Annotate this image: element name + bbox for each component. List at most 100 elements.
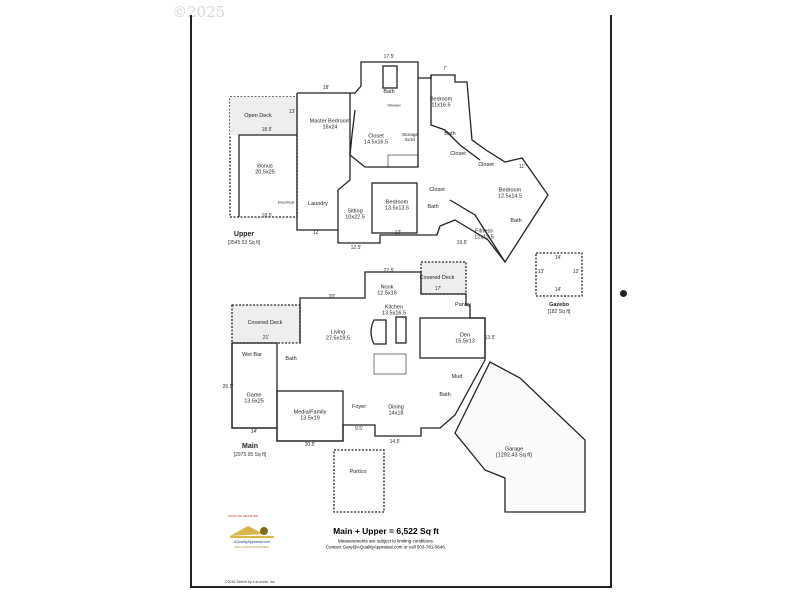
copyright-watermark: ©2025 [172, 3, 226, 21]
dimension: 27.5' [383, 268, 395, 274]
room-bath-2: Bath [444, 130, 456, 137]
dimension: 19.5' [456, 240, 468, 246]
room-master-bath: Bath [383, 88, 395, 95]
main-floor-area: [2975.95 Sq ft] [233, 452, 267, 458]
dimension: 13' [394, 230, 402, 236]
room-closet-4: Closet [429, 186, 445, 193]
contact-info: Contact Gary@AQualityAppraisal.com or ca… [325, 544, 447, 550]
master-closet-wall [337, 93, 351, 230]
dimension: 9.5' [355, 426, 363, 432]
dimension: 20' [328, 294, 336, 300]
floor-plan-sheet [190, 15, 612, 588]
dimension: 14' [554, 255, 562, 261]
sketch-credit: ©2016 Sketch by a la mode, inc. [225, 580, 276, 584]
svg-text:REAL ESTATE APPRAISERS: REAL ESTATE APPRAISERS [235, 545, 270, 549]
dimension: 12' [312, 230, 320, 236]
room-covered-deck-rear: Covered Deck [419, 274, 455, 281]
game-room-wall [231, 342, 278, 429]
covered-deck-left [231, 304, 301, 344]
room-open-deck: Open Deck [244, 112, 272, 119]
dimension: 13.5' [484, 335, 496, 341]
dimension: 18.5' [261, 213, 273, 219]
dimension: 17' [434, 286, 442, 292]
room-foyer: Foyer [351, 403, 367, 410]
room-bath-5: Bath [510, 217, 522, 224]
room-pantry: Pantry [455, 301, 471, 308]
dimension: 14' [250, 429, 258, 435]
dimension: 13' [537, 269, 545, 275]
room-garage: Garage[1292.43 Sq ft] [496, 446, 532, 459]
room-laundry: Laundry [308, 200, 328, 207]
svg-text:AQualityAppraisal.com: AQualityAppraisal.com [234, 540, 270, 544]
bonus-room-wall [238, 134, 297, 217]
bedroom-11-wall [430, 75, 481, 161]
page-marker-dot [620, 290, 627, 297]
upper-floor-area: [3545.53 Sq ft] [227, 240, 261, 246]
dimension: 20.5' [304, 442, 316, 448]
dimension: 13' [572, 269, 580, 275]
upper-floor-label: Upper [233, 230, 255, 238]
room-electrical: Electrical [277, 199, 295, 205]
dimension: 17.5' [383, 54, 395, 60]
room-bath-main: Bath [285, 355, 297, 362]
room-portico: Portico [349, 468, 367, 475]
garage-outline [454, 361, 586, 513]
upper-bedroom-wall [371, 182, 418, 234]
dimension: 11' [518, 164, 526, 170]
dimension: 14' [554, 287, 562, 293]
appraiser-logo: WHAT WE MEASURE AQualityAppraisal.com RE… [224, 512, 280, 552]
dimension: 14.5' [389, 439, 401, 445]
room-shower: Shower [387, 102, 401, 108]
gazebo-area: [182 Sq ft] [547, 309, 571, 315]
den-wall [419, 317, 486, 359]
dimension: 21' [262, 335, 270, 341]
dimension: 18' [322, 85, 330, 91]
dimension: 13' [288, 109, 296, 115]
tub [382, 65, 398, 89]
room-closet-2: Closet [450, 150, 466, 157]
svg-text:WHAT WE MEASURE: WHAT WE MEASURE [228, 514, 258, 518]
total-area: Main + Upper = 6,522 Sq ft [333, 526, 439, 536]
room-bath-4: Bath [427, 203, 439, 210]
gazebo-outline [535, 252, 583, 297]
main-outline [231, 271, 486, 442]
dimension: 18.5' [261, 127, 273, 133]
dimension: 26.5' [222, 384, 234, 390]
room-wet-bar: Wet Bar [242, 351, 262, 358]
kitchen-island [395, 316, 407, 344]
room-covered-deck-side: Covered Deck [247, 319, 283, 326]
room-mud: Mud [451, 373, 463, 380]
closet-wall [349, 78, 419, 168]
open-deck-fill [230, 97, 297, 135]
fitness-wall [449, 199, 506, 263]
dimension: 7' [443, 66, 447, 72]
kitchen-counter [370, 319, 387, 345]
measurement-note: Measurements are subject to limiting con… [337, 538, 435, 544]
gazebo-label: Gazebo [549, 301, 569, 308]
dimension: 12.5' [350, 245, 362, 251]
portico-outline [333, 449, 385, 513]
room-closet-3: Closet [478, 161, 494, 168]
room-bath-mud: Bath [439, 391, 451, 398]
stairs-main [373, 353, 407, 375]
main-floor-label: Main [242, 442, 258, 450]
upper-outline [296, 61, 549, 264]
stairs-upper [387, 154, 419, 168]
